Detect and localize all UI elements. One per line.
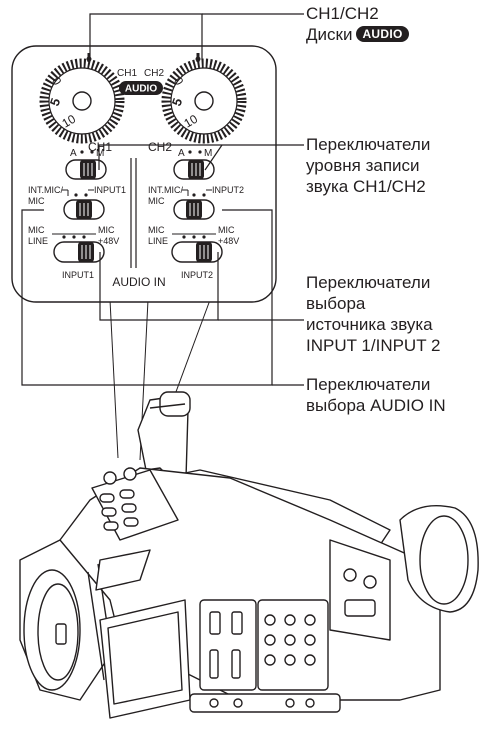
callout-audio-in-line2: выбора AUDIO IN (306, 395, 446, 416)
input1-mic-right: MIC (98, 225, 115, 235)
input2-label: INPUT2 (181, 270, 213, 280)
ch1-input1: INPUT1 (94, 185, 126, 195)
input2-48v: +48V (218, 236, 239, 246)
callout-level-line3: звука CH1/CH2 (306, 176, 430, 197)
level-switch-ch1[interactable] (66, 160, 106, 179)
ch2-mode-a: A (178, 148, 185, 159)
input1-label: INPUT1 (62, 270, 94, 280)
ch2-mic: MIC (148, 196, 165, 206)
callout-dials-word: Диски (306, 25, 352, 44)
dial-ch2-label: CH2 (144, 68, 164, 79)
input1-line: LINE (28, 236, 48, 246)
callout-input-line3: источника звука (306, 314, 440, 335)
callout-level-line2: уровня записи (306, 155, 430, 176)
input2-mic-right: MIC (218, 225, 235, 235)
callout-dials-title: CH1/CH2 (306, 3, 409, 24)
audio-in-switch-ch1[interactable] (64, 200, 104, 219)
ch1-int-mic: INT.MIC/ (28, 185, 63, 195)
ch1-mic: MIC (28, 196, 45, 206)
ch2-mode-m: M (204, 148, 212, 159)
input2-mic-left: MIC (148, 225, 165, 235)
callout-input-line2: выбора (306, 293, 440, 314)
ch1-mode-a: A (70, 148, 77, 159)
ch1-mode-m: M (96, 148, 104, 159)
ch2-input2: INPUT2 (212, 185, 244, 195)
callout-audio-in-line1: Переключатели (306, 374, 446, 395)
audio-in-switch-ch2[interactable] (174, 200, 214, 219)
input1-source-switch[interactable] (54, 242, 104, 262)
callout-level-switches: Переключатели уровня записи звука CH1/CH… (306, 134, 430, 197)
dial-audio-badge-text: AUDIO (125, 84, 157, 95)
camcorder-illustration (20, 300, 478, 718)
switch-ch2-label: CH2 (148, 140, 172, 154)
callout-input-switches: Переключатели выбора источника звука INP… (306, 272, 440, 356)
level-switch-ch2[interactable] (174, 160, 214, 179)
callout-audio-badge: AUDIO (356, 26, 408, 42)
input1-mic-left: MIC (28, 225, 45, 235)
callout-level-line1: Переключатели (306, 134, 430, 155)
audio-in-label: AUDIO IN (112, 275, 165, 289)
callout-input-line1: Переключатели (306, 272, 440, 293)
input2-source-switch[interactable] (172, 242, 222, 262)
ch2-int-mic: INT.MIC/ (148, 185, 183, 195)
callout-audio-in-switches: Переключатели выбора AUDIO IN (306, 374, 446, 416)
dial-ch1-label: CH1 (117, 68, 137, 79)
input2-line: LINE (148, 236, 168, 246)
callout-input-line4: INPUT 1/INPUT 2 (306, 335, 440, 356)
